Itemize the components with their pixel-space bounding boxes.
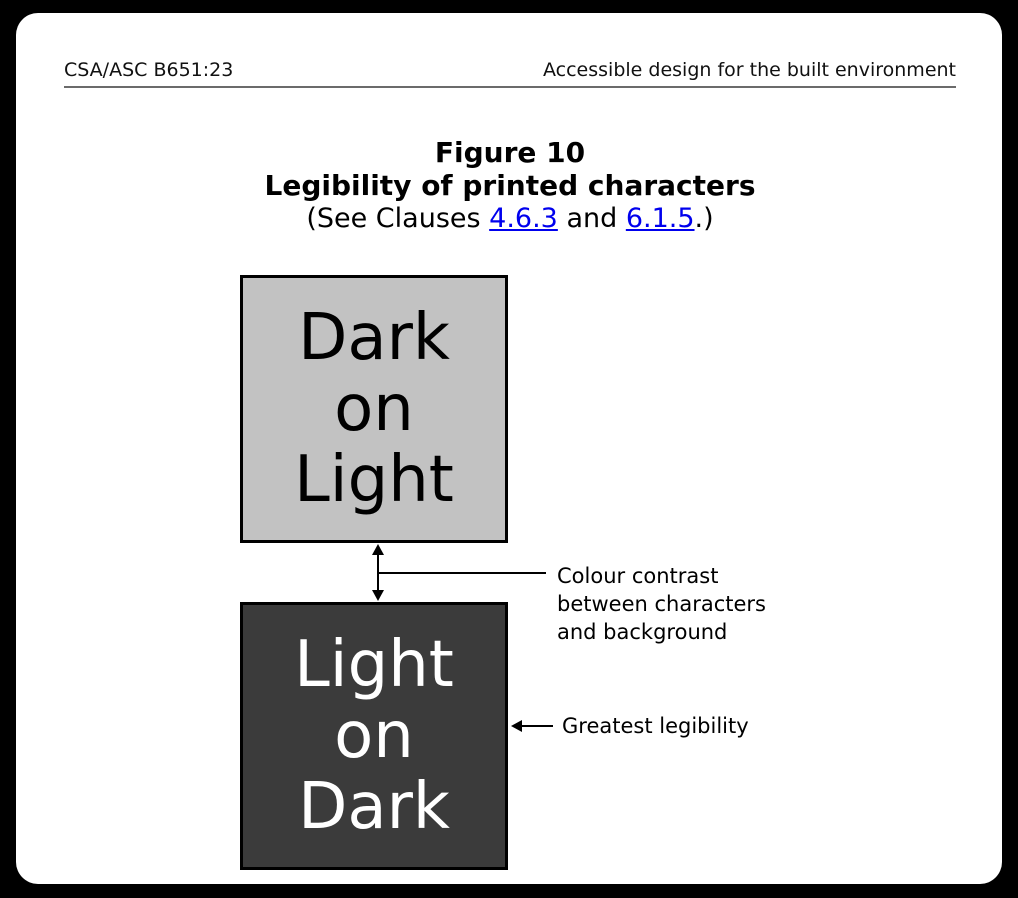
box-text-line: on [334, 371, 414, 446]
clause-link-615[interactable]: 6.1.5 [625, 203, 695, 234]
see-note-prefix: (See Clauses [306, 203, 490, 234]
box-text-line: Light [294, 627, 454, 702]
arrowhead-down-icon [372, 590, 384, 601]
figure-title-block: Figure 10 Legibility of printed characte… [64, 136, 956, 235]
box-text-line: Dark [298, 300, 450, 375]
contrast-annotation: Colour contrast between characters and b… [557, 562, 766, 646]
header-standard-number: CSA/ASC B651:23 [64, 59, 234, 81]
contrast-annotation-line: and background [557, 620, 728, 644]
clause-link-463[interactable]: 4.6.3 [489, 203, 558, 234]
header-standard-title: Accessible design for the built environm… [543, 59, 956, 81]
box-text-line: on [334, 698, 414, 773]
document-page: CSA/ASC B651:23 Accessible design for th… [16, 13, 1002, 884]
contrast-annotation-line: Colour contrast [557, 564, 719, 588]
figure-caption: Legibility of printed characters [264, 169, 756, 202]
light-on-dark-box: Light on Dark [240, 602, 508, 870]
figure-see-note: (See Clauses 4.6.3 and 6.1.5.) [64, 202, 956, 235]
contrast-annotation-line: between characters [557, 592, 766, 616]
contrast-leader-line [379, 572, 546, 574]
figure-number: Figure 10 [434, 136, 586, 169]
box-text-line: Dark [298, 769, 450, 844]
dark-on-light-box: Dark on Light [240, 275, 508, 543]
see-note-suffix: .) [694, 203, 714, 234]
see-note-conjunction: and [557, 203, 626, 234]
page-header: CSA/ASC B651:23 Accessible design for th… [64, 59, 956, 81]
dark-on-light-text: Dark on Light [294, 300, 454, 517]
header-divider [64, 86, 956, 88]
box-text-line: Light [294, 442, 454, 517]
legibility-annotation: Greatest legibility [562, 714, 749, 738]
arrowhead-left-icon [511, 720, 522, 732]
double-arrow-shaft [377, 548, 379, 598]
light-on-dark-text: Light on Dark [294, 627, 454, 844]
legibility-arrow-shaft [517, 725, 553, 727]
